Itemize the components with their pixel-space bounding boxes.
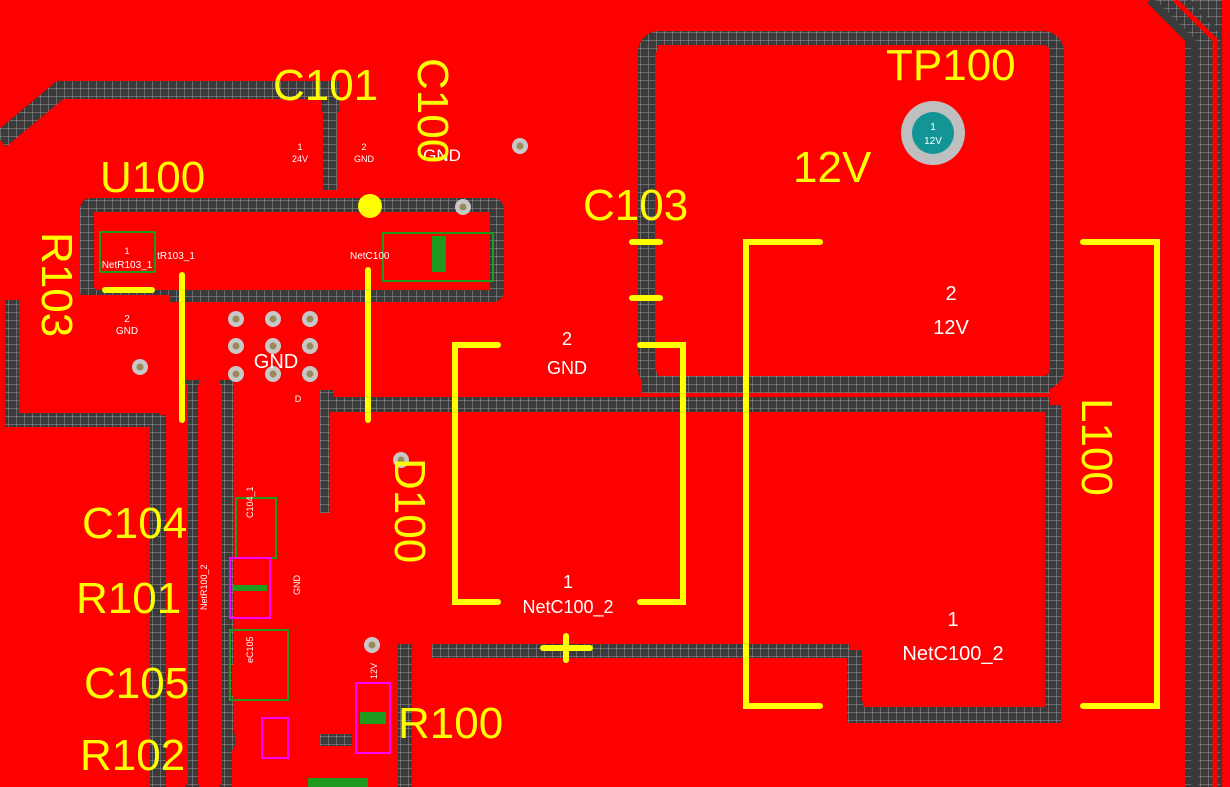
l100-pad1-number: 1 xyxy=(947,609,958,631)
tp-pad-number: 1 xyxy=(930,122,936,133)
r100-pad-net: 12V xyxy=(369,663,379,679)
designator-c105[interactable]: C105 xyxy=(84,659,189,708)
r103-pad1-number: 1 xyxy=(124,246,129,256)
designator-u100[interactable]: U100 xyxy=(100,153,205,202)
tp-pad-net: 12V xyxy=(924,136,942,147)
designator-c100[interactable]: C100 xyxy=(408,58,457,163)
l100-pad2-number: 2 xyxy=(945,283,956,305)
d100-pad2-number: 2 xyxy=(562,329,572,349)
vias xyxy=(132,138,528,653)
designator-r103[interactable]: R103 xyxy=(32,232,81,337)
designator-c103[interactable]: C103 xyxy=(583,181,688,230)
d100-pad1-net: NetC100_2 xyxy=(522,597,613,618)
designator-r100[interactable]: R100 xyxy=(398,699,503,748)
test-point-tp100[interactable]: 1 12V xyxy=(901,101,965,165)
l100-pad2-net: 12V xyxy=(933,317,969,339)
c101-pad1-net: 24V xyxy=(292,154,308,164)
c101-pad2-number: 2 xyxy=(361,142,366,152)
net-labels: 2 12V 1 NetC100_2 2 GND 1 NetC100_2 GND … xyxy=(102,142,1004,679)
copper-netc100-pour xyxy=(330,412,1045,644)
designator-l100[interactable]: L100 xyxy=(1072,398,1121,496)
d100-pad2-net: GND xyxy=(547,358,587,378)
designators: U100 R103 C101 C100 C103 TP100 12V D100 … xyxy=(32,41,1121,780)
center-strip-net: GND xyxy=(292,575,302,596)
r100-side-net: NetR100_2 xyxy=(199,564,209,610)
tp100-net-label: 12V xyxy=(793,143,872,192)
r103-pad2-net: tR103_1 xyxy=(157,251,195,262)
u100-pad2-net: GND xyxy=(116,326,138,337)
designator-d100[interactable]: D100 xyxy=(385,458,434,563)
l100-pad1-net: NetC100_2 xyxy=(902,643,1003,665)
u100-pin-letter: D xyxy=(295,394,302,404)
c101-pad1-number: 1 xyxy=(297,142,302,152)
c105-pad-net: eC105 xyxy=(245,636,255,663)
r103-pad1-net: NetR103_1 xyxy=(102,260,153,271)
designator-r101[interactable]: R101 xyxy=(76,574,181,623)
designator-tp100[interactable]: TP100 xyxy=(886,41,1016,90)
u100-pad2-number: 2 xyxy=(124,314,130,325)
c100-pad-net: GND xyxy=(423,146,461,165)
c101-pad2-net: GND xyxy=(354,154,375,164)
clearance-outlines xyxy=(0,31,1064,787)
edge-tracks xyxy=(1147,0,1230,787)
copper-islands xyxy=(20,48,1047,787)
c104-pad-net: C104_1 xyxy=(245,486,255,518)
designator-r102[interactable]: R102 xyxy=(80,731,185,780)
designator-c101[interactable]: C101 xyxy=(273,61,378,110)
c100-side-net: NetC100 xyxy=(350,251,390,262)
pin1-marker xyxy=(358,194,382,218)
component-pads xyxy=(99,231,494,787)
designator-c104[interactable]: C104 xyxy=(82,499,187,548)
d100-pad1-number: 1 xyxy=(563,572,573,592)
copper-12v-pour xyxy=(655,48,1047,375)
silkscreen-outlines xyxy=(102,239,1160,709)
u100-thermal-net: GND xyxy=(254,351,298,373)
